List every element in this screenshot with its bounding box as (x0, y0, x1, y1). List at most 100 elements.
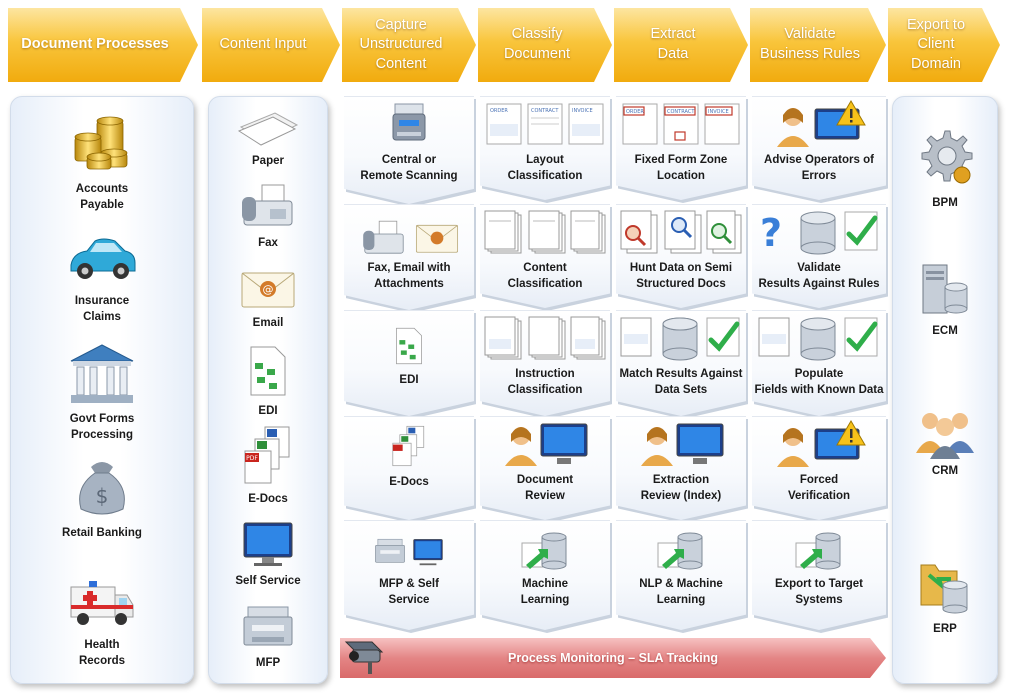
input-mfp: MFP (209, 605, 327, 671)
input-label: Email (252, 317, 284, 329)
monitoring-arrow: Process Monitoring – SLA Tracking (340, 638, 886, 678)
stage-content-input: Content Input (202, 8, 340, 82)
stage-capture-unstructured-content: Capture Unstructured Content (342, 8, 476, 82)
operator-monitor-icon (641, 423, 724, 466)
process-monitoring-bar: Process Monitoring – SLA Tracking (340, 632, 886, 684)
extract-label: Hunt Data on Semi Structured Docs (629, 262, 733, 291)
capture-label: Fax, Email with Attachments (367, 262, 451, 291)
validate-label: Advise Operators of Errors (764, 154, 874, 183)
document-stacks-icon (484, 210, 606, 254)
process-label: Retail Banking (62, 527, 142, 539)
capture-label: MFP & Self Service (379, 578, 439, 607)
input-label: E-Docs (248, 493, 288, 505)
validate-cell-results-against-rules: ? Validate Results Against Rules (752, 204, 888, 311)
operator-monitor-icon (505, 423, 588, 466)
classify-cell-machine-learning: Machine Learning (480, 520, 612, 633)
process-retail-banking: $ Retail Banking (11, 451, 193, 541)
export-bpm: BPM (893, 125, 997, 211)
e-docs-icon (392, 425, 425, 467)
magnifier-docs-icon (620, 210, 742, 254)
export-crm: CRM (893, 407, 997, 479)
process-govt-forms: Govt Forms Processing (11, 341, 193, 443)
content-input-panel: Paper Fax @ Email EDI PDF (208, 96, 328, 684)
extract-label: Match Results Against Data Sets (619, 368, 743, 397)
input-self-service: Self Service (209, 519, 327, 589)
fax-icon (363, 220, 404, 254)
capture-label: E-Docs (389, 476, 429, 488)
e-docs-icon: PDF (244, 426, 290, 484)
fax-icon (242, 184, 293, 226)
input-e-docs: PDF E-Docs (209, 423, 327, 507)
monitoring-label: Process Monitoring – SLA Tracking (508, 651, 718, 665)
validate-cell-populate-fields: Populate Fields with Known Data (752, 310, 888, 419)
monitor-icon (243, 522, 293, 566)
server-database-icon (922, 264, 968, 314)
validate-cell-export-target: Export to Target Systems (752, 520, 888, 633)
classify-label: Machine Learning (520, 578, 570, 607)
classify-cell-document-review: Document Review (480, 416, 612, 523)
camera-icon (344, 641, 384, 674)
mfp-printer-icon (243, 606, 293, 646)
validate-label: Populate Fields with Known Data (754, 368, 884, 397)
form-label-contract: CONTRACT (667, 109, 695, 115)
forms-icon: ORDER CONTRACT INVOICE (486, 103, 604, 145)
capture-label: EDI (399, 374, 419, 386)
forms-zone-icon: ORDER CONTRACT INVOICE (622, 103, 740, 145)
edi-document-icon (396, 327, 422, 365)
email-envelope-icon (415, 224, 459, 253)
export-label: ECM (932, 325, 958, 337)
export-label: ERP (933, 623, 957, 635)
input-email: @ Email (209, 267, 327, 331)
coins-icon (74, 116, 128, 170)
input-paper: Paper (209, 107, 327, 169)
stage-document-processes: Document Processes (8, 8, 198, 82)
stage-export-to-client-domain: Export to Client Domain (888, 8, 1000, 82)
stage-classify-document: Classify Document (478, 8, 612, 82)
form-label-invoice: INVOICE (708, 109, 729, 115)
validate-label: Export to Target Systems (775, 578, 863, 607)
monitor-icon (413, 539, 443, 566)
process-label: Govt Forms Processing (69, 413, 135, 442)
database-arrow-icon (795, 532, 841, 570)
input-label: MFP (255, 657, 281, 669)
form-label-order: ORDER (626, 109, 644, 115)
classify-cell-instruction: Instruction Classification (480, 310, 612, 419)
money-bag-icon: $ (79, 462, 125, 515)
export-label: CRM (931, 465, 959, 477)
process-insurance-claims: Insurance Claims (11, 229, 193, 325)
export-label: BPM (932, 197, 958, 209)
database-arrow-icon (657, 532, 703, 570)
input-label: EDI (258, 405, 278, 417)
extract-cell-match-results: Match Results Against Data Sets (616, 310, 748, 419)
paper-stack-icon (237, 112, 299, 146)
validate-label: Forced Verification (788, 474, 850, 503)
email-envelope-icon: @ (241, 272, 295, 308)
capture-cell-scanning: Central or Remote Scanning (344, 96, 476, 207)
input-label: Fax (258, 237, 278, 249)
svg-text:$: $ (96, 484, 109, 508)
validate-cell-forced-verification: Forced Verification (752, 416, 888, 523)
validate-label: Validate Results Against Rules (758, 262, 880, 291)
process-label: Health Records (78, 639, 126, 668)
export-ecm: ECM (893, 261, 997, 339)
extract-cell-extraction-review: Extraction Review (Index) (616, 416, 748, 523)
classify-cell-layout: ORDER CONTRACT INVOICE Layout Classifica… (480, 96, 612, 203)
classify-label: Layout Classification (507, 154, 583, 183)
capture-cell-fax-email: Fax, Email with Attachments (344, 204, 476, 313)
capture-cell-edi: EDI (344, 310, 476, 419)
scanner-icon (392, 103, 426, 141)
classify-label: Document Review (516, 474, 574, 503)
extract-cell-nlp-ml: NLP & Machine Learning (616, 520, 748, 633)
document-stacks-icon (484, 316, 606, 360)
input-fax: Fax (209, 181, 327, 251)
people-icon (916, 413, 974, 459)
classify-cell-content: Content Classification (480, 204, 612, 311)
form-label-contract: CONTRACT (531, 108, 559, 114)
edi-document-icon (250, 346, 286, 396)
classify-label: Instruction Classification (507, 368, 583, 397)
input-edi: EDI (209, 343, 327, 419)
export-erp: ERP (893, 555, 997, 637)
ambulance-icon (70, 581, 134, 625)
government-building-icon (70, 344, 134, 403)
process-label: Insurance Claims (74, 295, 130, 324)
